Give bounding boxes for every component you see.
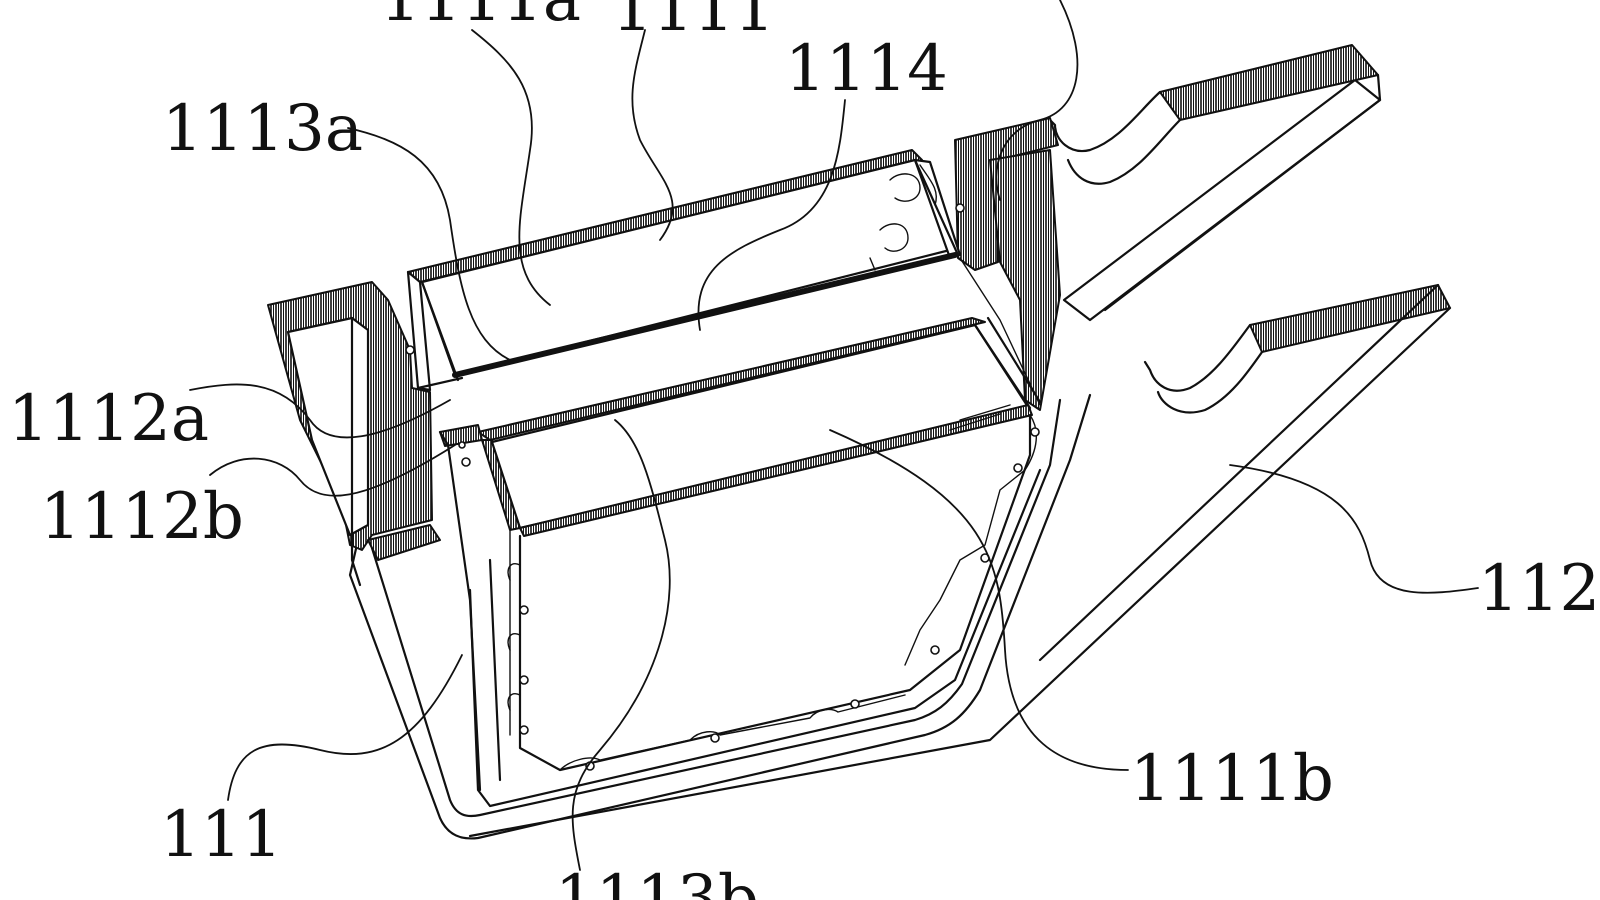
label-1111b: 1111b bbox=[1130, 742, 1334, 816]
bracket-body-112 bbox=[348, 117, 1452, 840]
label-1112a: 1112a bbox=[8, 382, 209, 456]
fork-arm-upper bbox=[1046, 44, 1382, 322]
reference-labels: 1111a 1111 1114 1113a 1112a 1112b 112 11… bbox=[8, 0, 1600, 900]
leader-lines bbox=[189, 0, 1479, 871]
label-111: 111 bbox=[160, 798, 282, 872]
fork-arm-lower bbox=[1143, 284, 1451, 414]
label-1111: 1111 bbox=[612, 0, 775, 46]
battery-box bbox=[406, 149, 1042, 792]
bracket-left-wall bbox=[267, 281, 441, 587]
label-1113a: 1113a bbox=[162, 92, 363, 166]
label-1112b: 1112b bbox=[40, 480, 244, 554]
label-1114: 1114 bbox=[785, 32, 948, 106]
label-1113b: 1113b bbox=[555, 862, 759, 900]
label-1111a: 1111a bbox=[380, 0, 581, 36]
label-112: 112 bbox=[1478, 552, 1600, 626]
mounting-holes bbox=[405, 203, 1040, 771]
